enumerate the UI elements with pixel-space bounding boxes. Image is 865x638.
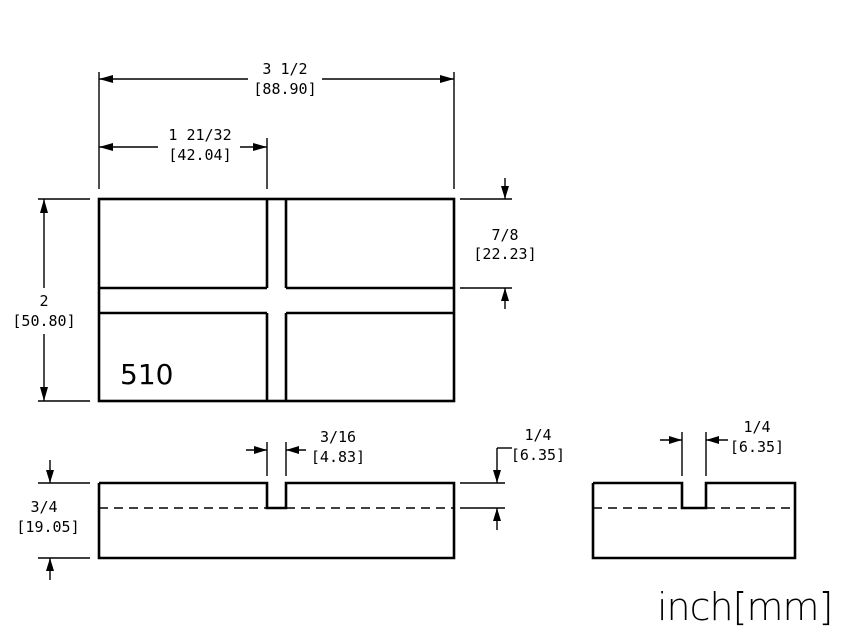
dim-text-inch: 1/4 (743, 418, 770, 436)
dim-text-inch: 3/16 (320, 428, 356, 446)
dim-text-mm: [42.04] (168, 146, 231, 164)
dim-thickness: 3/4 [19.05] (16, 460, 90, 580)
dim-text-mm: [88.90] (253, 80, 316, 98)
dim-text-mm: [19.05] (16, 518, 79, 536)
front-view (97, 481, 456, 560)
dim-overall-height: 2 [50.80] (12, 198, 90, 402)
dim-text-mm: [6.35] (730, 438, 784, 456)
dim-text-inch: 7/8 (491, 226, 518, 244)
dim-text-inch: 3 1/2 (262, 60, 307, 78)
dim-slot-width: 3/16 [4.83] (246, 428, 365, 476)
side-view-outline (591, 481, 797, 560)
dim-text-inch: 3/4 (30, 498, 57, 516)
dim-side-slot: 1/4 [6.35] (660, 418, 784, 476)
dim-overall-width: 3 1/2 [88.90] (98, 60, 455, 189)
top-view-outline (97, 197, 456, 403)
dim-text-mm: [22.23] (473, 245, 536, 263)
dim-text-inch: 1/4 (524, 426, 551, 444)
dim-text-mm: [50.80] (12, 312, 75, 330)
side-view (591, 481, 797, 560)
front-view-outline (97, 481, 456, 560)
dim-top-cell-height: 7/8 [22.23] (460, 178, 537, 309)
dim-text-inch: 2 (39, 292, 48, 310)
part-label: 510 (120, 358, 173, 391)
dim-text-mm: [4.83] (311, 448, 365, 466)
dim-slot-depth: 1/4 [6.35] (460, 426, 565, 530)
top-view: 510 (97, 197, 456, 403)
dim-text-mm: [6.35] (511, 446, 565, 464)
dim-text-inch: 1 21/32 (168, 126, 231, 144)
units-label: inch[mm] (657, 585, 832, 629)
dim-slot-offset: 1 21/32 [42.04] (99, 126, 268, 189)
